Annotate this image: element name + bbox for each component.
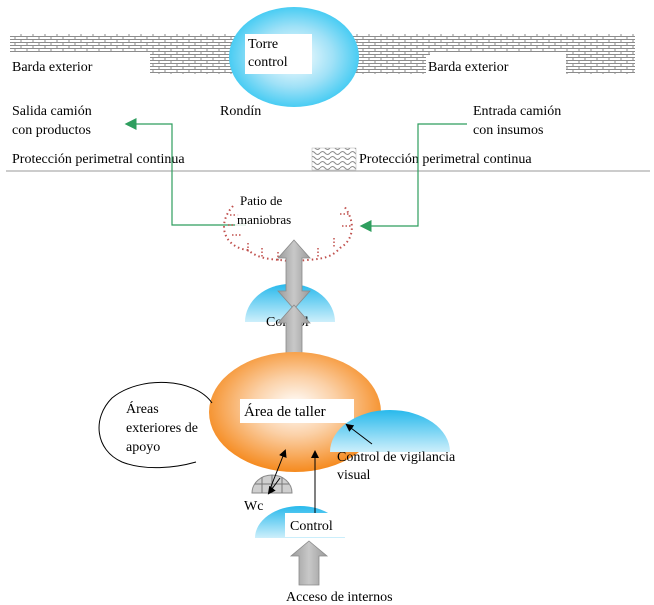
perimeter-protection-swatch — [311, 147, 357, 171]
wc-label: Wc — [244, 499, 263, 514]
workshop-label-box — [240, 399, 354, 423]
wall-segment-left-top — [10, 34, 225, 52]
salida-label: Salida camión con productos — [12, 104, 95, 138]
workshop-label: Área de taller — [244, 403, 326, 420]
surveillance-control-shape — [330, 410, 450, 452]
wall-segment-far-right-low — [566, 52, 635, 74]
truck-entry-route — [359, 123, 467, 232]
maneuver-yard: Patio de maniobras — [223, 192, 353, 264]
control-tower-label-box — [245, 34, 312, 74]
maneuver-yard-label-bg — [235, 192, 315, 232]
flow-wc-to-workshop — [269, 449, 287, 490]
rondin-label: Rondín — [220, 104, 261, 119]
wall-segment-left-low — [150, 52, 235, 74]
support-area-label: Áreas exteriores de apoyo — [126, 400, 201, 455]
surveillance-label: Control de vigilancia visual — [337, 450, 459, 483]
entrada-label: Entrada camión con insumos — [473, 104, 565, 138]
control-lower-label-box — [285, 513, 345, 537]
control-tower-label: Torre control — [248, 37, 288, 70]
barda-left-bg — [10, 56, 142, 76]
surveillance-pointer — [345, 423, 373, 445]
access-arrow — [289, 540, 329, 586]
maneuver-yard-label: Patio de maniobras — [237, 193, 291, 227]
barda-right-label: Barda exterior — [428, 60, 509, 75]
barda-right-bg — [426, 56, 554, 76]
truck-exit-route — [124, 118, 246, 226]
proteccion-left-label: Protección perimetral continua — [12, 152, 185, 167]
flow-wc-local — [267, 477, 281, 495]
proteccion-right-label: Protección perimetral continua — [359, 152, 532, 167]
barda-left-label: Barda exterior — [12, 60, 93, 75]
support-area-arc — [98, 382, 213, 469]
control-lower-label: Control — [290, 519, 333, 534]
access-label: Acceso de internos — [286, 590, 393, 605]
